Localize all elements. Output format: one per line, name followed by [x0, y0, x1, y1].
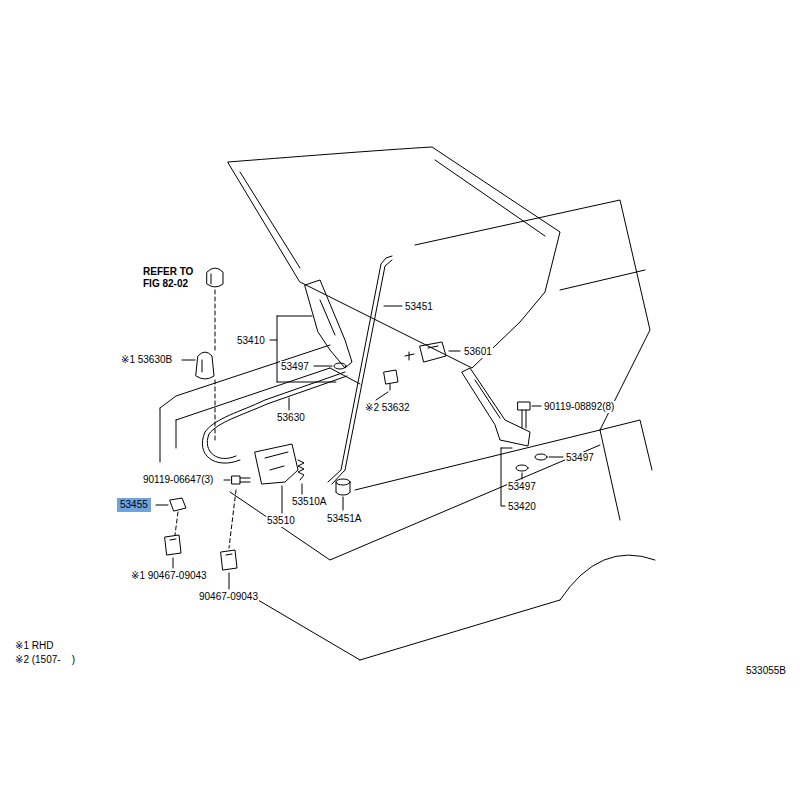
leader-line	[532, 406, 541, 407]
callout-number: 53497	[507, 481, 537, 493]
fender-line	[355, 420, 652, 490]
bracket-line	[270, 316, 336, 382]
callout-number: 53451	[404, 301, 434, 313]
hood-stay-rod	[328, 256, 392, 484]
leader-line	[156, 505, 168, 506]
leader-line	[229, 573, 230, 589]
leader-line	[182, 360, 195, 361]
clip	[221, 550, 237, 570]
hood-lock-striker	[420, 342, 446, 362]
washer	[516, 465, 528, 471]
callout-number: 53420	[507, 501, 537, 513]
hood-hinge-right	[462, 368, 530, 446]
callout-number: ※2 53632	[364, 402, 411, 414]
callout-number: 53601	[463, 346, 493, 358]
bolt	[232, 476, 250, 484]
hood-hinge-left	[305, 280, 352, 368]
callout-number: 53510A	[291, 496, 327, 508]
callout-number: ※1 90467-09043	[130, 570, 208, 582]
leader-line	[289, 398, 290, 410]
leader-line	[173, 558, 174, 568]
cable-end-part	[170, 498, 186, 511]
reference-note: REFER TO FIG 82-02	[142, 266, 202, 290]
hood-outline	[228, 147, 560, 368]
leader-line	[224, 480, 230, 481]
cable-clip	[196, 352, 214, 379]
footnote: ※2 (1507- )	[14, 654, 76, 666]
callout-number: 90119-06647(3)	[142, 474, 214, 486]
callout-number: 53510	[266, 515, 296, 527]
leader-line	[501, 448, 563, 506]
leader-line	[376, 392, 388, 400]
callout-number: 90467-09043	[198, 591, 259, 603]
bolt	[405, 352, 414, 360]
leader-line	[314, 366, 332, 367]
bumper-line	[230, 445, 600, 560]
callout-number: 53497	[565, 452, 595, 464]
washer	[535, 454, 547, 460]
dashed-line	[175, 290, 236, 548]
stay-holder-top	[336, 479, 350, 485]
cowl-line	[560, 270, 645, 290]
callout-number: ※1 53630B	[120, 354, 173, 366]
callout-number: 53410	[236, 335, 266, 347]
body-front-edge	[160, 408, 161, 462]
callout-number: 53451A	[326, 513, 362, 525]
washer	[334, 363, 346, 369]
callout-number: 90119-08892(8)	[543, 401, 615, 413]
body-lower	[258, 600, 560, 660]
diagram-code: 533055B	[745, 665, 787, 677]
clip	[384, 370, 398, 390]
callout-number: 53455	[117, 498, 151, 512]
clip	[165, 535, 181, 555]
hood-latch	[255, 444, 298, 484]
callout-number: 53630	[276, 412, 306, 424]
callout-number: 53497	[280, 361, 310, 373]
leader-line	[343, 497, 344, 510]
leader-line	[449, 351, 460, 352]
wheel-arch	[560, 555, 655, 600]
footnote: ※1 RHD	[14, 640, 54, 652]
bolt	[518, 402, 530, 428]
clamp	[207, 268, 223, 287]
leader-line	[384, 306, 402, 307]
latch-spring	[298, 460, 304, 480]
windshield	[415, 200, 650, 430]
hood-inner-line	[240, 160, 545, 268]
fender-lower	[600, 430, 620, 520]
release-cable	[202, 372, 347, 463]
